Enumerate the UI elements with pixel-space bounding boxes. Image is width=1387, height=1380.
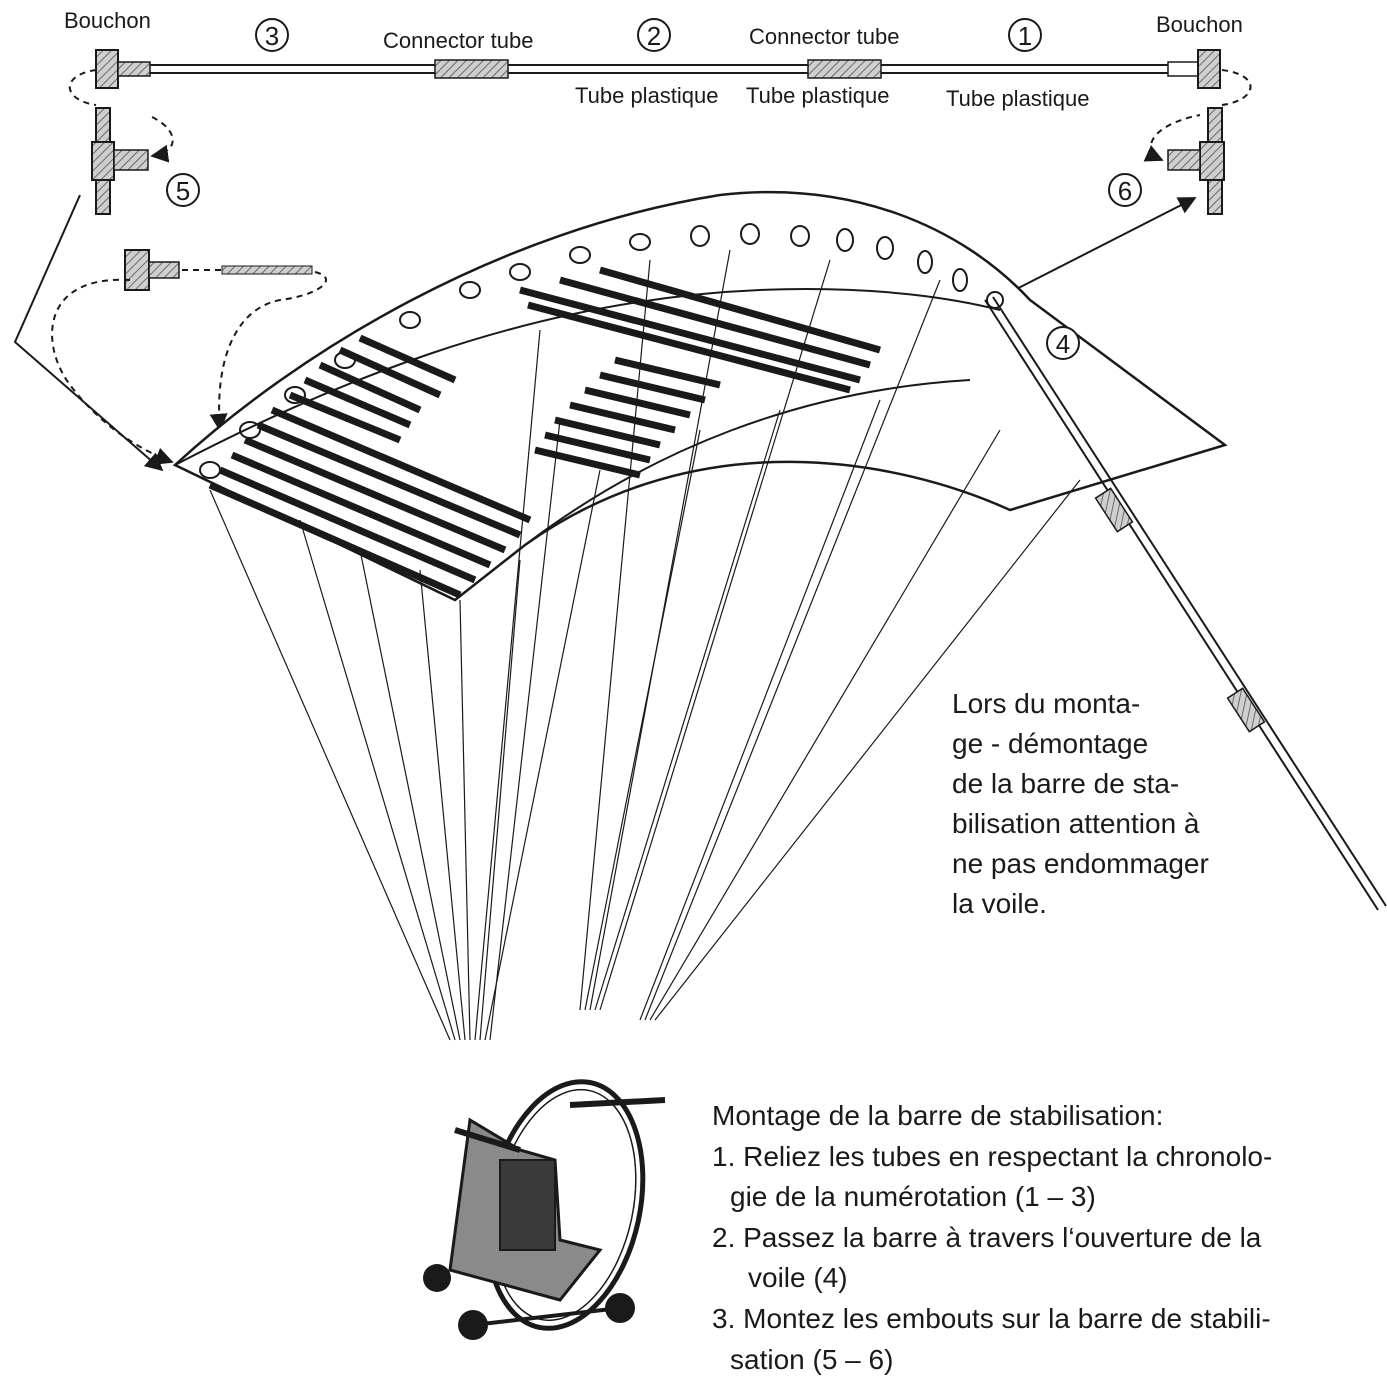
marker-2: 2 <box>637 18 671 52</box>
paramotor-trike <box>423 1079 666 1340</box>
suspension-lines <box>209 249 1081 1041</box>
left-end-cap <box>95 49 119 89</box>
insertion-tube <box>221 265 313 275</box>
trike-strut-1 <box>454 1127 521 1153</box>
left-fitting-cap <box>91 141 115 181</box>
insertion-cap-stem <box>148 261 180 279</box>
wing-leading-edge-lower <box>174 288 1001 466</box>
svg-text:2: 2 <box>647 21 661 51</box>
wing-dark-bands-right <box>519 266 881 479</box>
label-connector-tube-left: Connector tube <box>383 28 534 53</box>
instructions-title: Montage de la barre de stabilisation: <box>712 1100 1164 1131</box>
trike-axle <box>472 1306 621 1327</box>
wing-stabilization-bar <box>984 296 1387 911</box>
left-fitting-stem <box>113 149 149 171</box>
left-connector-tube <box>434 59 509 79</box>
left-leader-line <box>13 194 164 472</box>
instruction-step-2: 2. Passez la barre à travers l‘ouverture… <box>712 1221 1262 1253</box>
caution-line: la voile. <box>952 888 1047 919</box>
caution-line: ne pas endommager <box>952 848 1209 879</box>
right-end-cap <box>1197 49 1221 89</box>
right-leader-line <box>994 197 1197 301</box>
marker-5: 5 <box>166 173 200 207</box>
wing-dark-bands-left <box>208 334 532 599</box>
right-cap-dashed-arrow <box>1221 69 1252 106</box>
instruction-step-1: 1. Reliez les tubes en respectant la chr… <box>712 1140 1273 1172</box>
trike-strut-2 <box>569 1097 666 1108</box>
caution-line: bilisation attention à <box>952 808 1200 839</box>
right-end-cap-stem <box>1167 61 1199 77</box>
wing-trailing-edge <box>524 379 971 546</box>
left-end-cap-stem <box>117 61 151 77</box>
marker-6: 6 <box>1108 173 1142 207</box>
insertion-cap <box>124 249 150 291</box>
svg-text:1: 1 <box>1018 21 1032 51</box>
caution-note: Lors du monta- ge - démontage de la barr… <box>952 684 1209 924</box>
left-cap-dashed-arrow <box>68 69 97 106</box>
right-end-fitting-detail <box>994 107 1225 301</box>
right-fitting-cap <box>1199 141 1225 181</box>
right-connector-tube <box>807 59 882 79</box>
label-tube-plastique-2: Tube plastique <box>746 83 890 108</box>
marker-3: 3 <box>255 18 289 52</box>
wing-bar-connector-lower <box>1226 687 1266 733</box>
stabilization-bar-assembly <box>68 49 1252 106</box>
assembly-instructions: Montage de la barre de stabilisation: 1.… <box>712 1096 1272 1380</box>
svg-text:3: 3 <box>265 21 279 51</box>
label-bouchon-left: Bouchon <box>64 8 151 33</box>
wing-cell-openings <box>199 223 1004 479</box>
caution-line: de la barre de sta- <box>952 768 1180 799</box>
insertion-dashed-arrow-inner <box>209 271 328 432</box>
marker-1: 1 <box>1008 18 1042 52</box>
step-markers: 3 2 1 5 6 4 <box>166 18 1142 360</box>
right-fitting-stem <box>1167 149 1201 171</box>
instruction-step-3-cont: sation (5 – 6) <box>730 1343 894 1375</box>
svg-text:5: 5 <box>176 176 190 206</box>
svg-text:6: 6 <box>1118 176 1132 206</box>
label-tube-plastique-1: Tube plastique <box>575 83 719 108</box>
label-connector-tube-right: Connector tube <box>749 24 900 49</box>
wing-bar-connector-upper <box>1094 487 1134 533</box>
paraglider-wing <box>172 190 1387 1041</box>
instruction-step-2-cont: voile (4) <box>748 1262 848 1294</box>
insertion-dashed-arrow-outer <box>51 278 174 465</box>
label-bouchon-right: Bouchon <box>1156 12 1243 37</box>
svg-text:4: 4 <box>1056 329 1070 359</box>
instruction-step-3: 3. Montez les embouts sur la barre de st… <box>712 1302 1271 1334</box>
marker-4: 4 <box>1046 326 1080 360</box>
instruction-step-1-cont: gie de la numérotation (1 – 3) <box>730 1181 1096 1213</box>
engine-block <box>499 1159 556 1251</box>
label-tube-plastique-3: Tube plastique <box>946 86 1090 111</box>
left-fitting-dashed-arrow <box>149 115 174 163</box>
trike-wheel-front <box>423 1264 451 1292</box>
caution-line: Lors du monta- <box>952 688 1141 719</box>
caution-line: ge - démontage <box>952 728 1149 759</box>
cap-insertion-detail <box>51 249 328 465</box>
